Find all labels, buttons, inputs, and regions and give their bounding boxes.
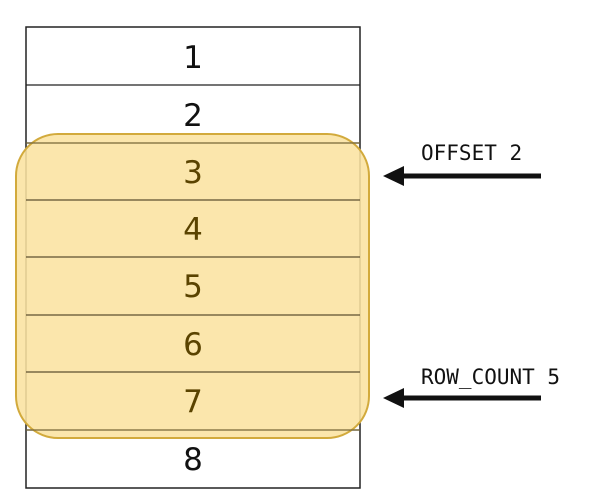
row-numbers: 1 2 3 4 5 6 7 8	[183, 40, 203, 478]
row-label: 4	[183, 212, 203, 248]
row-label: 2	[183, 98, 203, 134]
selected-row-dividers	[26, 142, 360, 431]
row-label: 8	[183, 442, 203, 478]
row-count-arrow-icon	[383, 388, 541, 408]
row-label: 3	[183, 155, 203, 191]
row-label: 7	[183, 384, 203, 420]
row-label: 5	[183, 269, 203, 305]
offset-arrow-icon	[383, 166, 541, 186]
offset-label: OFFSET 2	[421, 141, 522, 165]
selection-highlight	[15, 133, 370, 439]
row-label: 1	[183, 40, 203, 76]
row-count-label: ROW_COUNT 5	[421, 365, 560, 389]
row-label: 6	[183, 327, 203, 363]
